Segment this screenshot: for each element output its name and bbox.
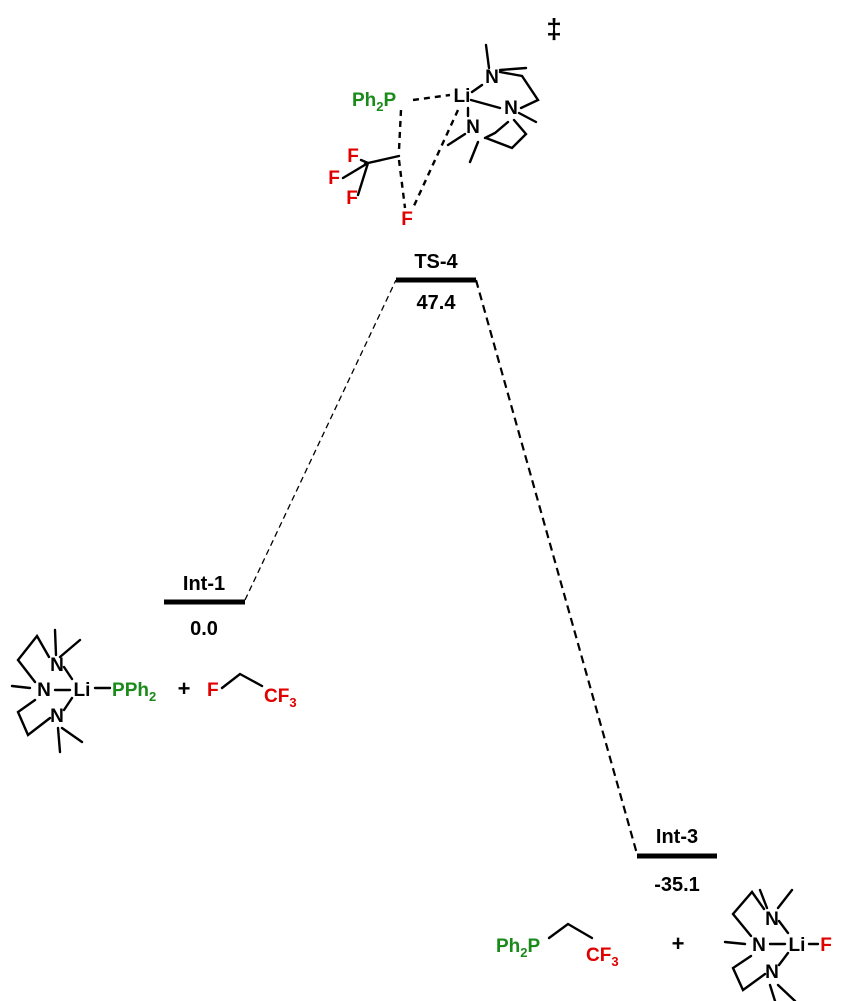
p-f-atom: F [820,935,832,956]
product-structures: Ph2P CF3 + N N N Li F [496,888,832,1001]
ts-ph2p-label: Ph2P [352,90,397,114]
r-li-atom: Li [74,680,91,701]
reactant-plus-sign: + [178,676,191,701]
p-li-atom: Li [789,935,806,956]
level-energy-int-1: 0.0 [190,618,218,640]
product-plus-sign: + [672,931,685,956]
ts-4-structure: ‡ Ph2P Li N N N F F F F [328,13,562,230]
ts-f-atom-2: F [328,168,340,189]
p-ph2p-label: Ph2P [496,936,541,960]
p-n-atom-bottom: N [765,962,779,983]
ts-pmdeta-bonds [446,43,540,164]
r-cf3-label: CF3 [264,686,297,710]
ts-n-atom-bottom: N [466,117,480,138]
ts-p-li-dashed-bond [412,93,451,102]
p-n-atom-top: N [765,909,779,930]
p-cf3-label: CF3 [586,945,619,969]
r-n-atom-middle: N [37,680,51,701]
connector-ts-4-to-int-3 [474,279,639,855]
ts-n-atom-right: N [504,98,518,119]
level-energy-ts-4: 47.4 [417,292,457,314]
r-pph2-label: PPh2 [112,680,156,704]
p-pmdeta-bonds [723,888,797,1001]
r-n-atom-top: N [50,655,64,676]
level-energy-int-3: -35.1 [654,874,700,896]
r-n-atom-bottom: N [50,706,64,727]
ts-f-atom-leaving: F [401,209,413,230]
ts-li-atom: Li [454,86,471,107]
level-name-ts-4: TS-4 [414,251,458,273]
reactant-structures: N N N Li PPh2 + F CF3 [10,628,297,754]
level-name-int-3: Int-3 [656,826,698,848]
r-fch2cf3-bonds [220,672,264,690]
p-n-atom-middle: N [752,935,766,956]
double-dagger-symbol: ‡ [546,13,562,44]
ts-f-atom-1: F [347,146,359,167]
ts-c-f-dashed-bond [397,159,407,209]
ts-p-c-dashed-bond [397,109,403,151]
r-f-atom: F [207,680,219,701]
ts-f-atom-3: F [346,188,358,209]
p-ph2pch2cf3-bonds [547,922,594,940]
level-name-int-1: Int-1 [183,573,225,595]
r-pmdeta-bonds [10,628,84,754]
ts-li-f-dashed-bond [411,109,460,209]
ts-n-atom-top: N [485,67,499,88]
ts-cf3-bonds [341,154,401,197]
connector-int-1-to-ts-4 [244,279,397,601]
